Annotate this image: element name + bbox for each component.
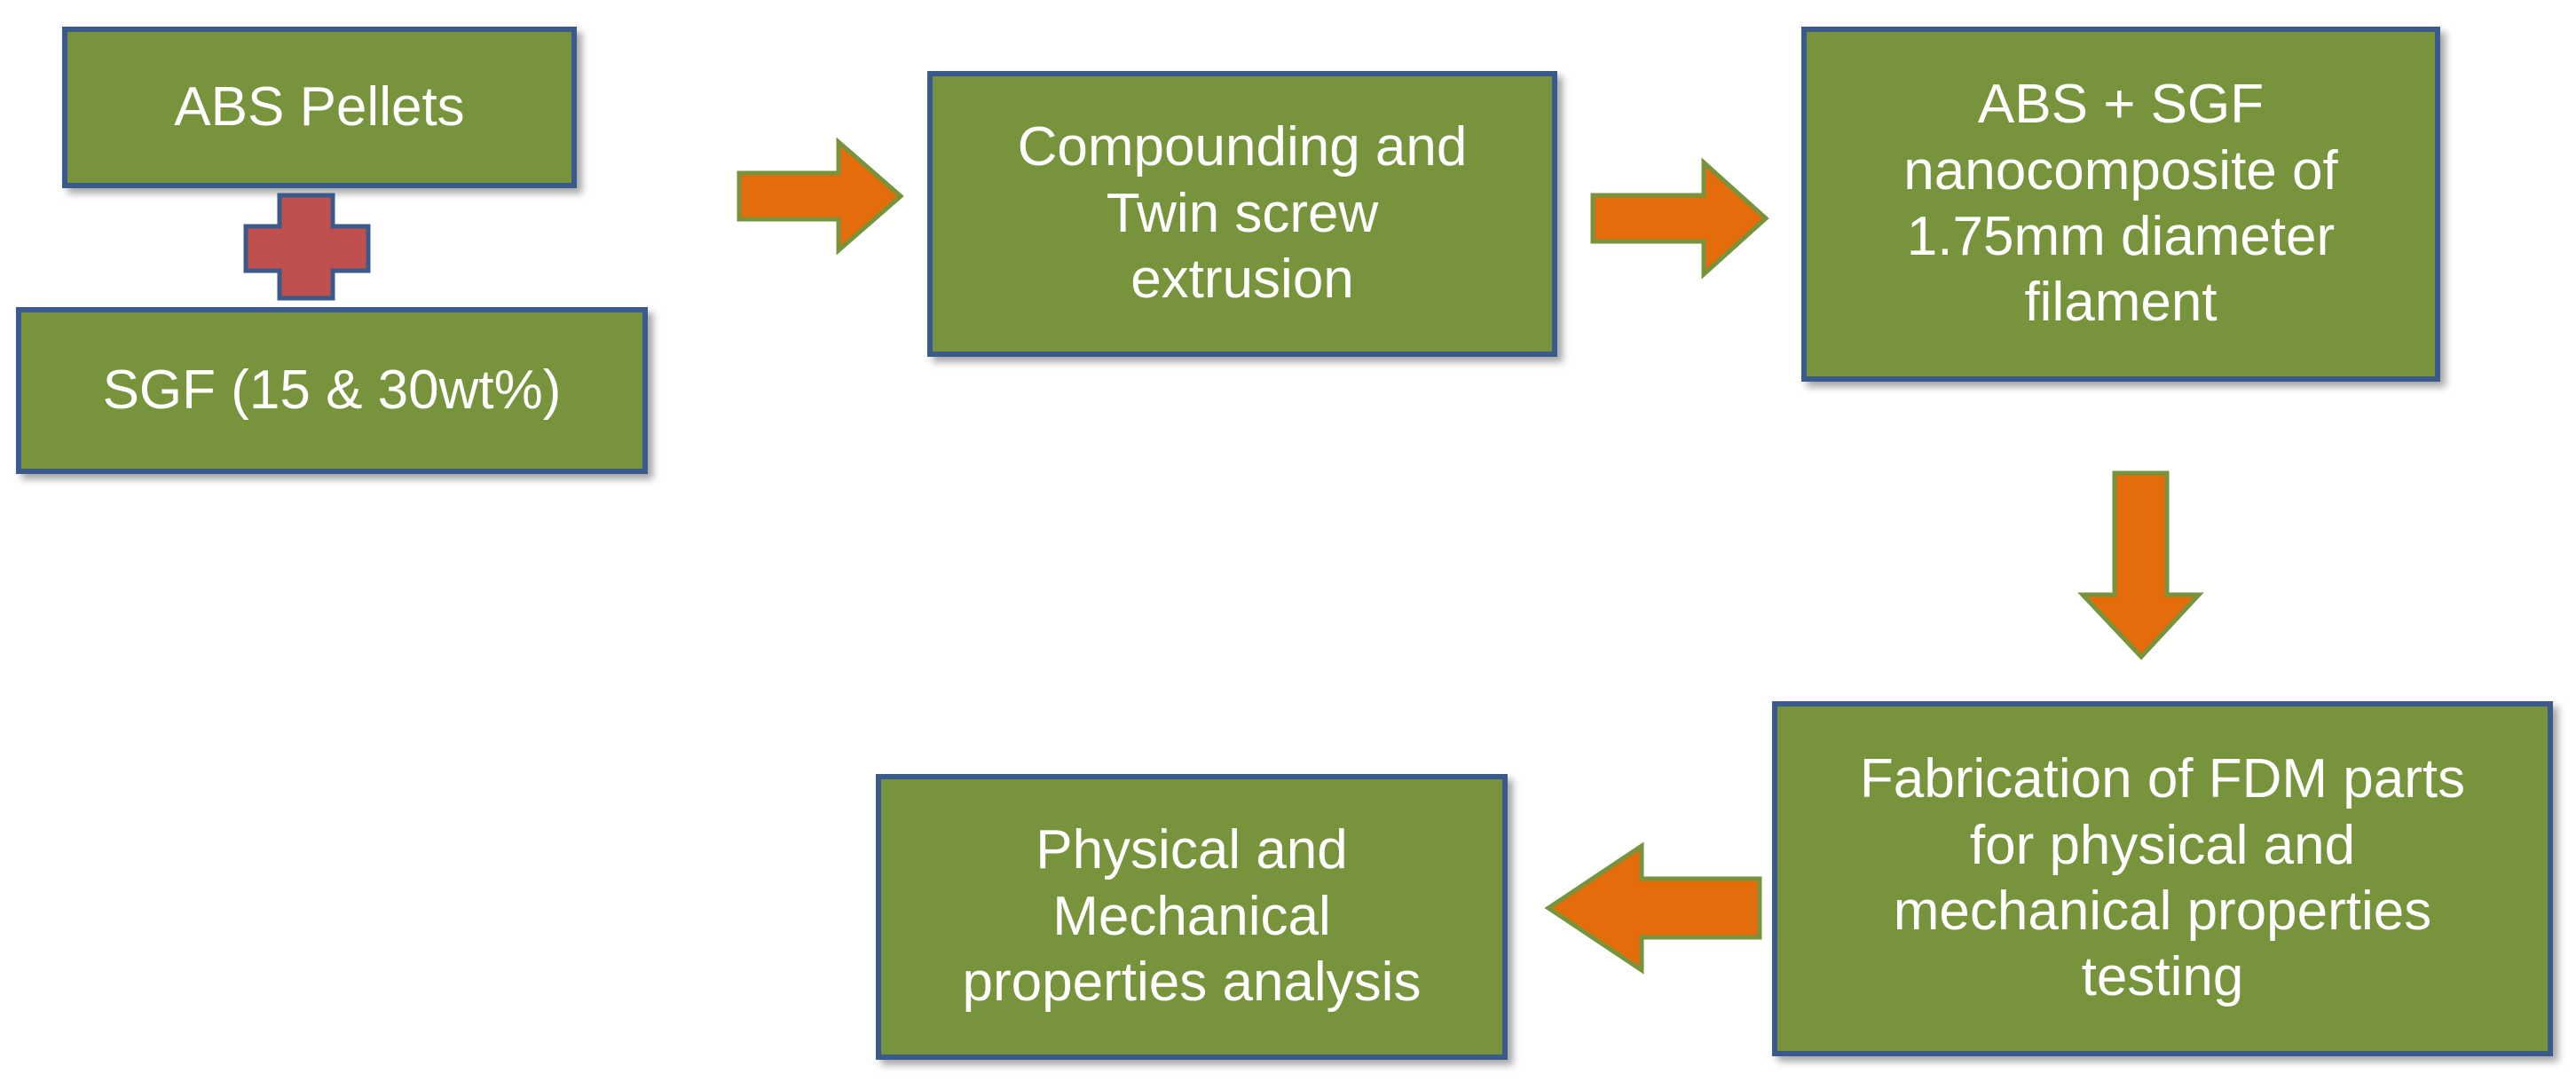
- arrow-to-analysis: [1544, 841, 1762, 975]
- filament-label: ABS + SGF nanocomposite of 1.75mm diamet…: [1903, 74, 2338, 334]
- analysis-label: Physical and Mechanical properties analy…: [962, 819, 1422, 1014]
- fabrication-label: Fabrication of FDM parts for physical an…: [1859, 748, 2466, 1008]
- arrow-to-compounding: [737, 137, 904, 256]
- arrow-to-fabrication: [2077, 470, 2204, 660]
- abs-pellets-box: ABS Pellets: [62, 27, 577, 188]
- fabrication-box: Fabrication of FDM parts for physical an…: [1772, 701, 2553, 1056]
- sgf-label: SGF (15 & 30wt%): [102, 359, 562, 421]
- compounding-box: Compounding and Twin screw extrusion: [927, 71, 1557, 357]
- plus-icon: [243, 193, 371, 301]
- filament-box: ABS + SGF nanocomposite of 1.75mm diamet…: [1801, 27, 2440, 382]
- arrow-to-filament: [1590, 157, 1769, 280]
- abs-pellets-label: ABS Pellets: [174, 75, 465, 138]
- compounding-label: Compounding and Twin screw extrusion: [1017, 116, 1468, 311]
- analysis-box: Physical and Mechanical properties analy…: [876, 774, 1508, 1060]
- sgf-box: SGF (15 & 30wt%): [16, 307, 648, 474]
